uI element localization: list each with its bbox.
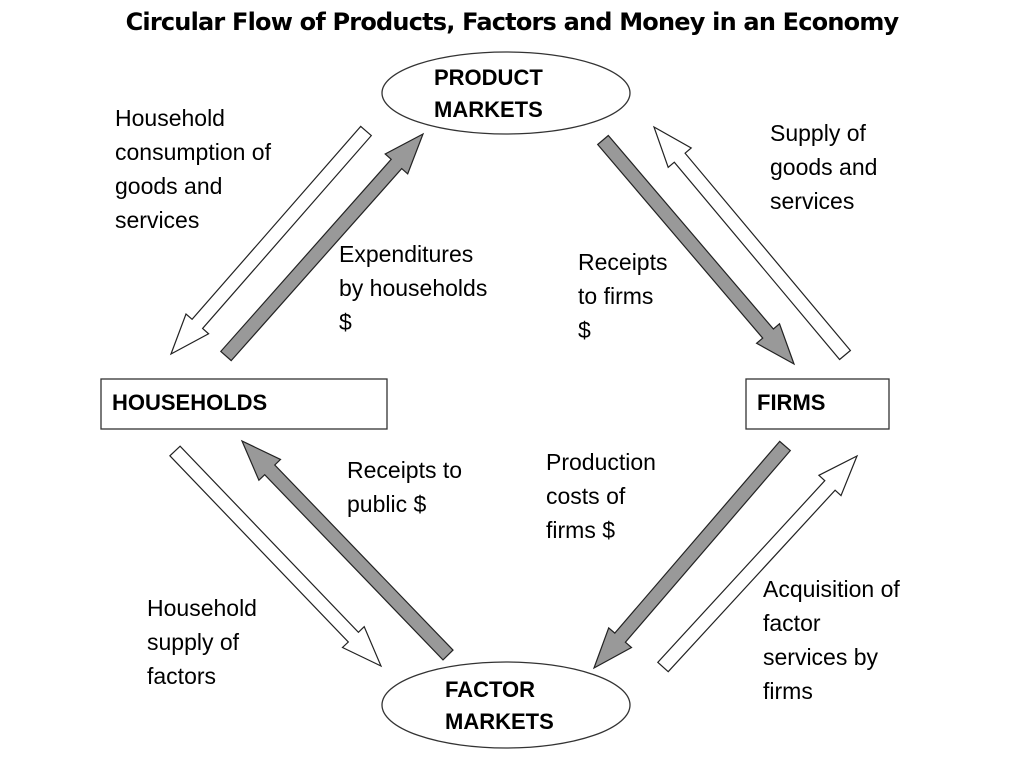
production-costs-arrow bbox=[592, 440, 792, 670]
label-line: factor bbox=[763, 610, 821, 636]
household-consumption-arrow bbox=[169, 125, 373, 356]
households-box bbox=[100, 378, 388, 430]
label-line: $ bbox=[339, 309, 352, 335]
label-line: Household bbox=[147, 595, 257, 621]
factor-markets-label: FACTOR MARKETS bbox=[445, 674, 554, 738]
label-line: Household bbox=[115, 105, 225, 131]
label-line: Receipts bbox=[578, 249, 668, 275]
label-line: services bbox=[115, 207, 200, 233]
label-line: Receipts to bbox=[347, 457, 463, 483]
expenditures-arrow bbox=[219, 132, 425, 362]
acquisition-of-factors-label: Acquisition of factor services by firms bbox=[763, 572, 900, 708]
production-costs-label: Production costs of firms $ bbox=[546, 445, 656, 547]
label-line: Expenditures bbox=[339, 241, 474, 267]
expenditures-label: Expenditures by households $ bbox=[339, 237, 487, 339]
label-line: Supply of bbox=[770, 120, 866, 146]
households-label: HOUSEHOLDS bbox=[112, 390, 268, 415]
firms-label: FIRMS bbox=[757, 390, 826, 415]
label-line: firms $ bbox=[546, 517, 615, 543]
label-line: goods and bbox=[770, 154, 878, 180]
product-markets-line-2: MARKETS bbox=[434, 97, 543, 122]
factor-markets-line-1: FACTOR bbox=[445, 677, 536, 702]
product-markets-line-1: PRODUCT bbox=[434, 65, 543, 90]
product-markets-label: PRODUCT MARKETS bbox=[434, 62, 543, 126]
label-line: services by bbox=[763, 644, 879, 670]
label-line: goods and bbox=[115, 173, 223, 199]
label-line: costs of bbox=[546, 483, 626, 509]
household-consumption-label: Household consumption of goods and servi… bbox=[115, 101, 271, 237]
supply-of-goods-label: Supply of goods and services bbox=[770, 116, 877, 218]
factor-markets-ellipse bbox=[381, 661, 631, 749]
diagram-title: Circular Flow of Products, Factors and M… bbox=[125, 8, 900, 36]
household-supply-factors-arrow bbox=[169, 445, 383, 668]
supply-of-goods-arrow bbox=[652, 125, 852, 361]
household-supply-factors-label: Household supply of factors bbox=[147, 591, 257, 693]
firms-box bbox=[745, 378, 890, 430]
label-line: Production bbox=[546, 449, 656, 475]
factor-markets-line-2: MARKETS bbox=[445, 709, 554, 734]
receipts-to-firms-arrow bbox=[596, 134, 796, 366]
product-markets-ellipse bbox=[381, 51, 631, 135]
label-line: firms bbox=[763, 678, 813, 704]
label-line: to firms bbox=[578, 283, 654, 309]
label-line: $ bbox=[578, 317, 591, 343]
acquisition-of-factors-arrow bbox=[656, 454, 859, 673]
label-line: public $ bbox=[347, 491, 427, 517]
label-line: services bbox=[770, 188, 855, 214]
receipts-to-public-arrow bbox=[240, 439, 454, 661]
label-line: supply of bbox=[147, 629, 240, 655]
label-line: by households bbox=[339, 275, 488, 301]
label-line: Acquisition of bbox=[763, 576, 900, 602]
receipts-to-public-label: Receipts to public $ bbox=[347, 453, 462, 521]
receipts-to-firms-label: Receipts to firms $ bbox=[578, 245, 667, 347]
label-line: consumption of bbox=[115, 139, 271, 165]
label-line: factors bbox=[147, 663, 217, 689]
